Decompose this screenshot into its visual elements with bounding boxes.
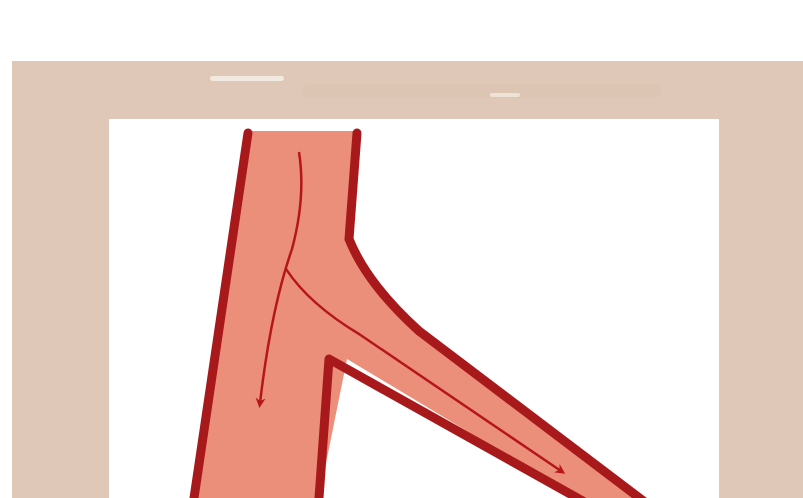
vessel-bifurcation-diagram: [109, 119, 719, 498]
paper-highlight: [210, 76, 284, 81]
paper-highlight: [490, 93, 520, 97]
diagram-frame: [12, 61, 803, 498]
vessel-lumen: [194, 131, 654, 498]
paper-smudge: [302, 84, 662, 98]
diagram-panel: [109, 119, 719, 498]
